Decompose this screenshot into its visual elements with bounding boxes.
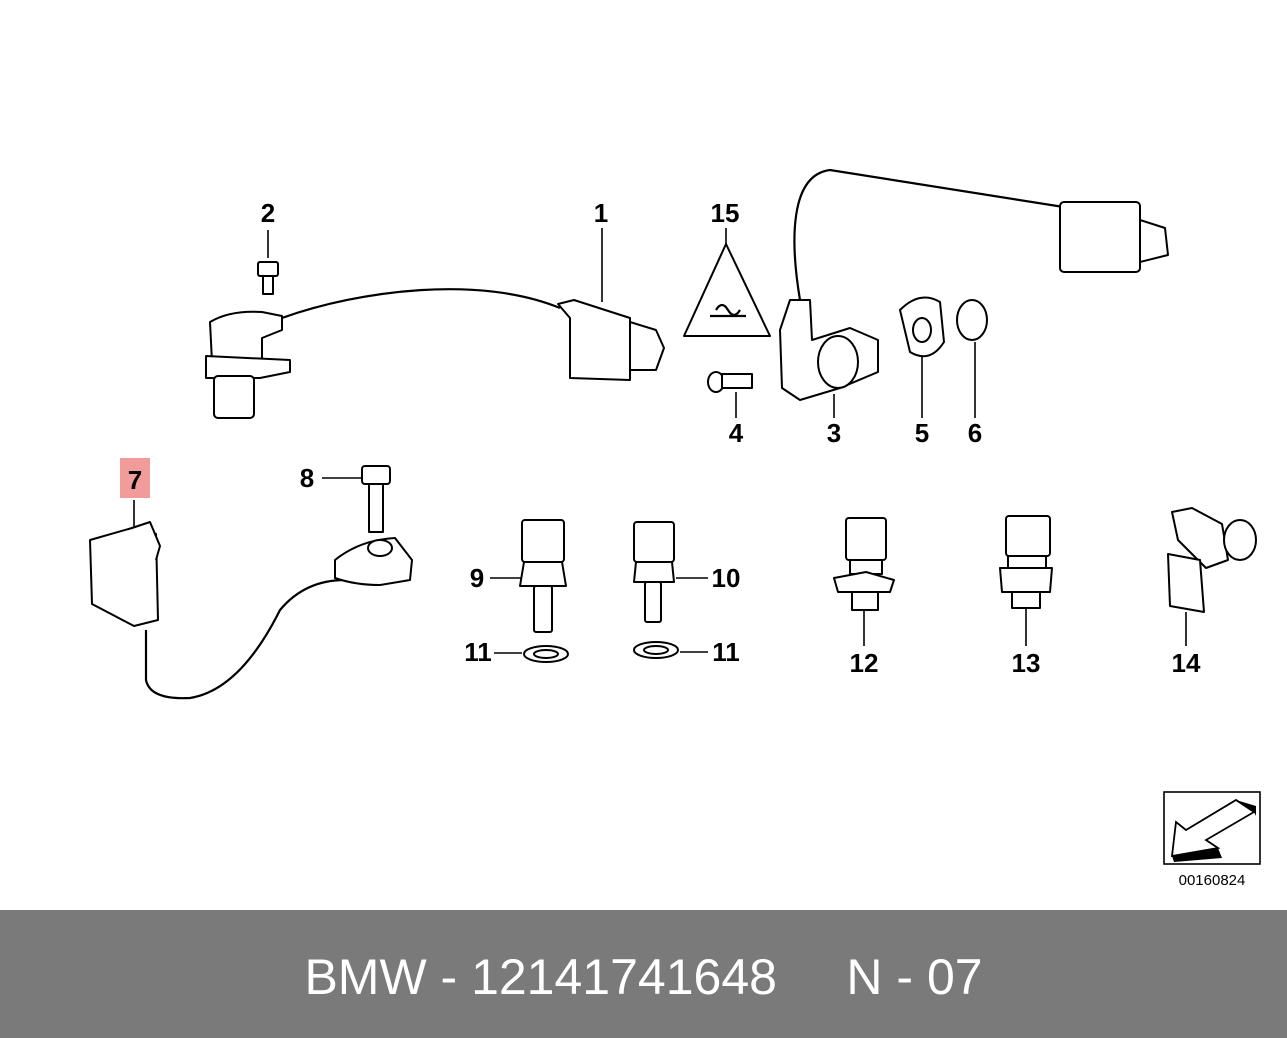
part-4-bolt	[707, 371, 753, 393]
callout-12: 12	[850, 648, 879, 678]
part-9-temperature-sensor	[519, 519, 567, 633]
callout-11-right: 11	[712, 637, 740, 667]
footer-title: BMW - 12141741648 N - 07	[304, 949, 983, 1005]
footer-bar: BMW - 12141741648 N - 07	[0, 910, 1287, 1038]
direction-arrow-icon	[1170, 798, 1256, 862]
callout-7: 7	[128, 465, 142, 495]
caution-triangle-icon	[683, 243, 771, 337]
reference-code: 00160824	[1179, 872, 1246, 889]
callout-14: 14	[1172, 648, 1201, 678]
highlight-box	[120, 458, 150, 498]
reference-box: 00160824	[1163, 791, 1261, 889]
part-5-gasket	[899, 296, 945, 358]
part-6-o-ring	[956, 299, 988, 341]
part-13-pressure-switch	[999, 515, 1053, 609]
callout-15: 15	[711, 198, 740, 228]
callout-11-left: 11	[464, 637, 492, 667]
callout-labels: 1 2 15 4 3 5 6 7 8 9 10 11 11 12 13 14	[128, 198, 1201, 678]
part-14-speed-sensor	[1167, 507, 1257, 613]
part-10-temperature-sensor	[633, 521, 675, 623]
callout-3: 3	[827, 418, 841, 448]
part-1-sensor-with-cable	[205, 288, 665, 419]
parts-diagram: 1 2 15 4 3 5 6 7 8 9 10 11 11 12 13 14 0…	[89, 168, 1261, 889]
callout-8: 8	[300, 463, 314, 493]
part-11-washers	[523, 641, 679, 663]
callout-5: 5	[915, 418, 929, 448]
part-12-oil-pressure-switch	[833, 517, 895, 611]
callout-10: 10	[712, 563, 741, 593]
callout-13: 13	[1012, 648, 1041, 678]
callout-2: 2	[261, 198, 275, 228]
callout-1: 1	[594, 198, 608, 228]
leader-lines	[133, 228, 1187, 654]
part-8-bolt	[361, 465, 391, 533]
part-2-screw	[257, 261, 279, 295]
callout-6: 6	[968, 418, 982, 448]
part-3-camshaft-sensor	[779, 168, 1169, 401]
callout-9: 9	[470, 563, 484, 593]
callout-4: 4	[729, 418, 744, 448]
part-7-knock-sensor	[89, 521, 413, 700]
